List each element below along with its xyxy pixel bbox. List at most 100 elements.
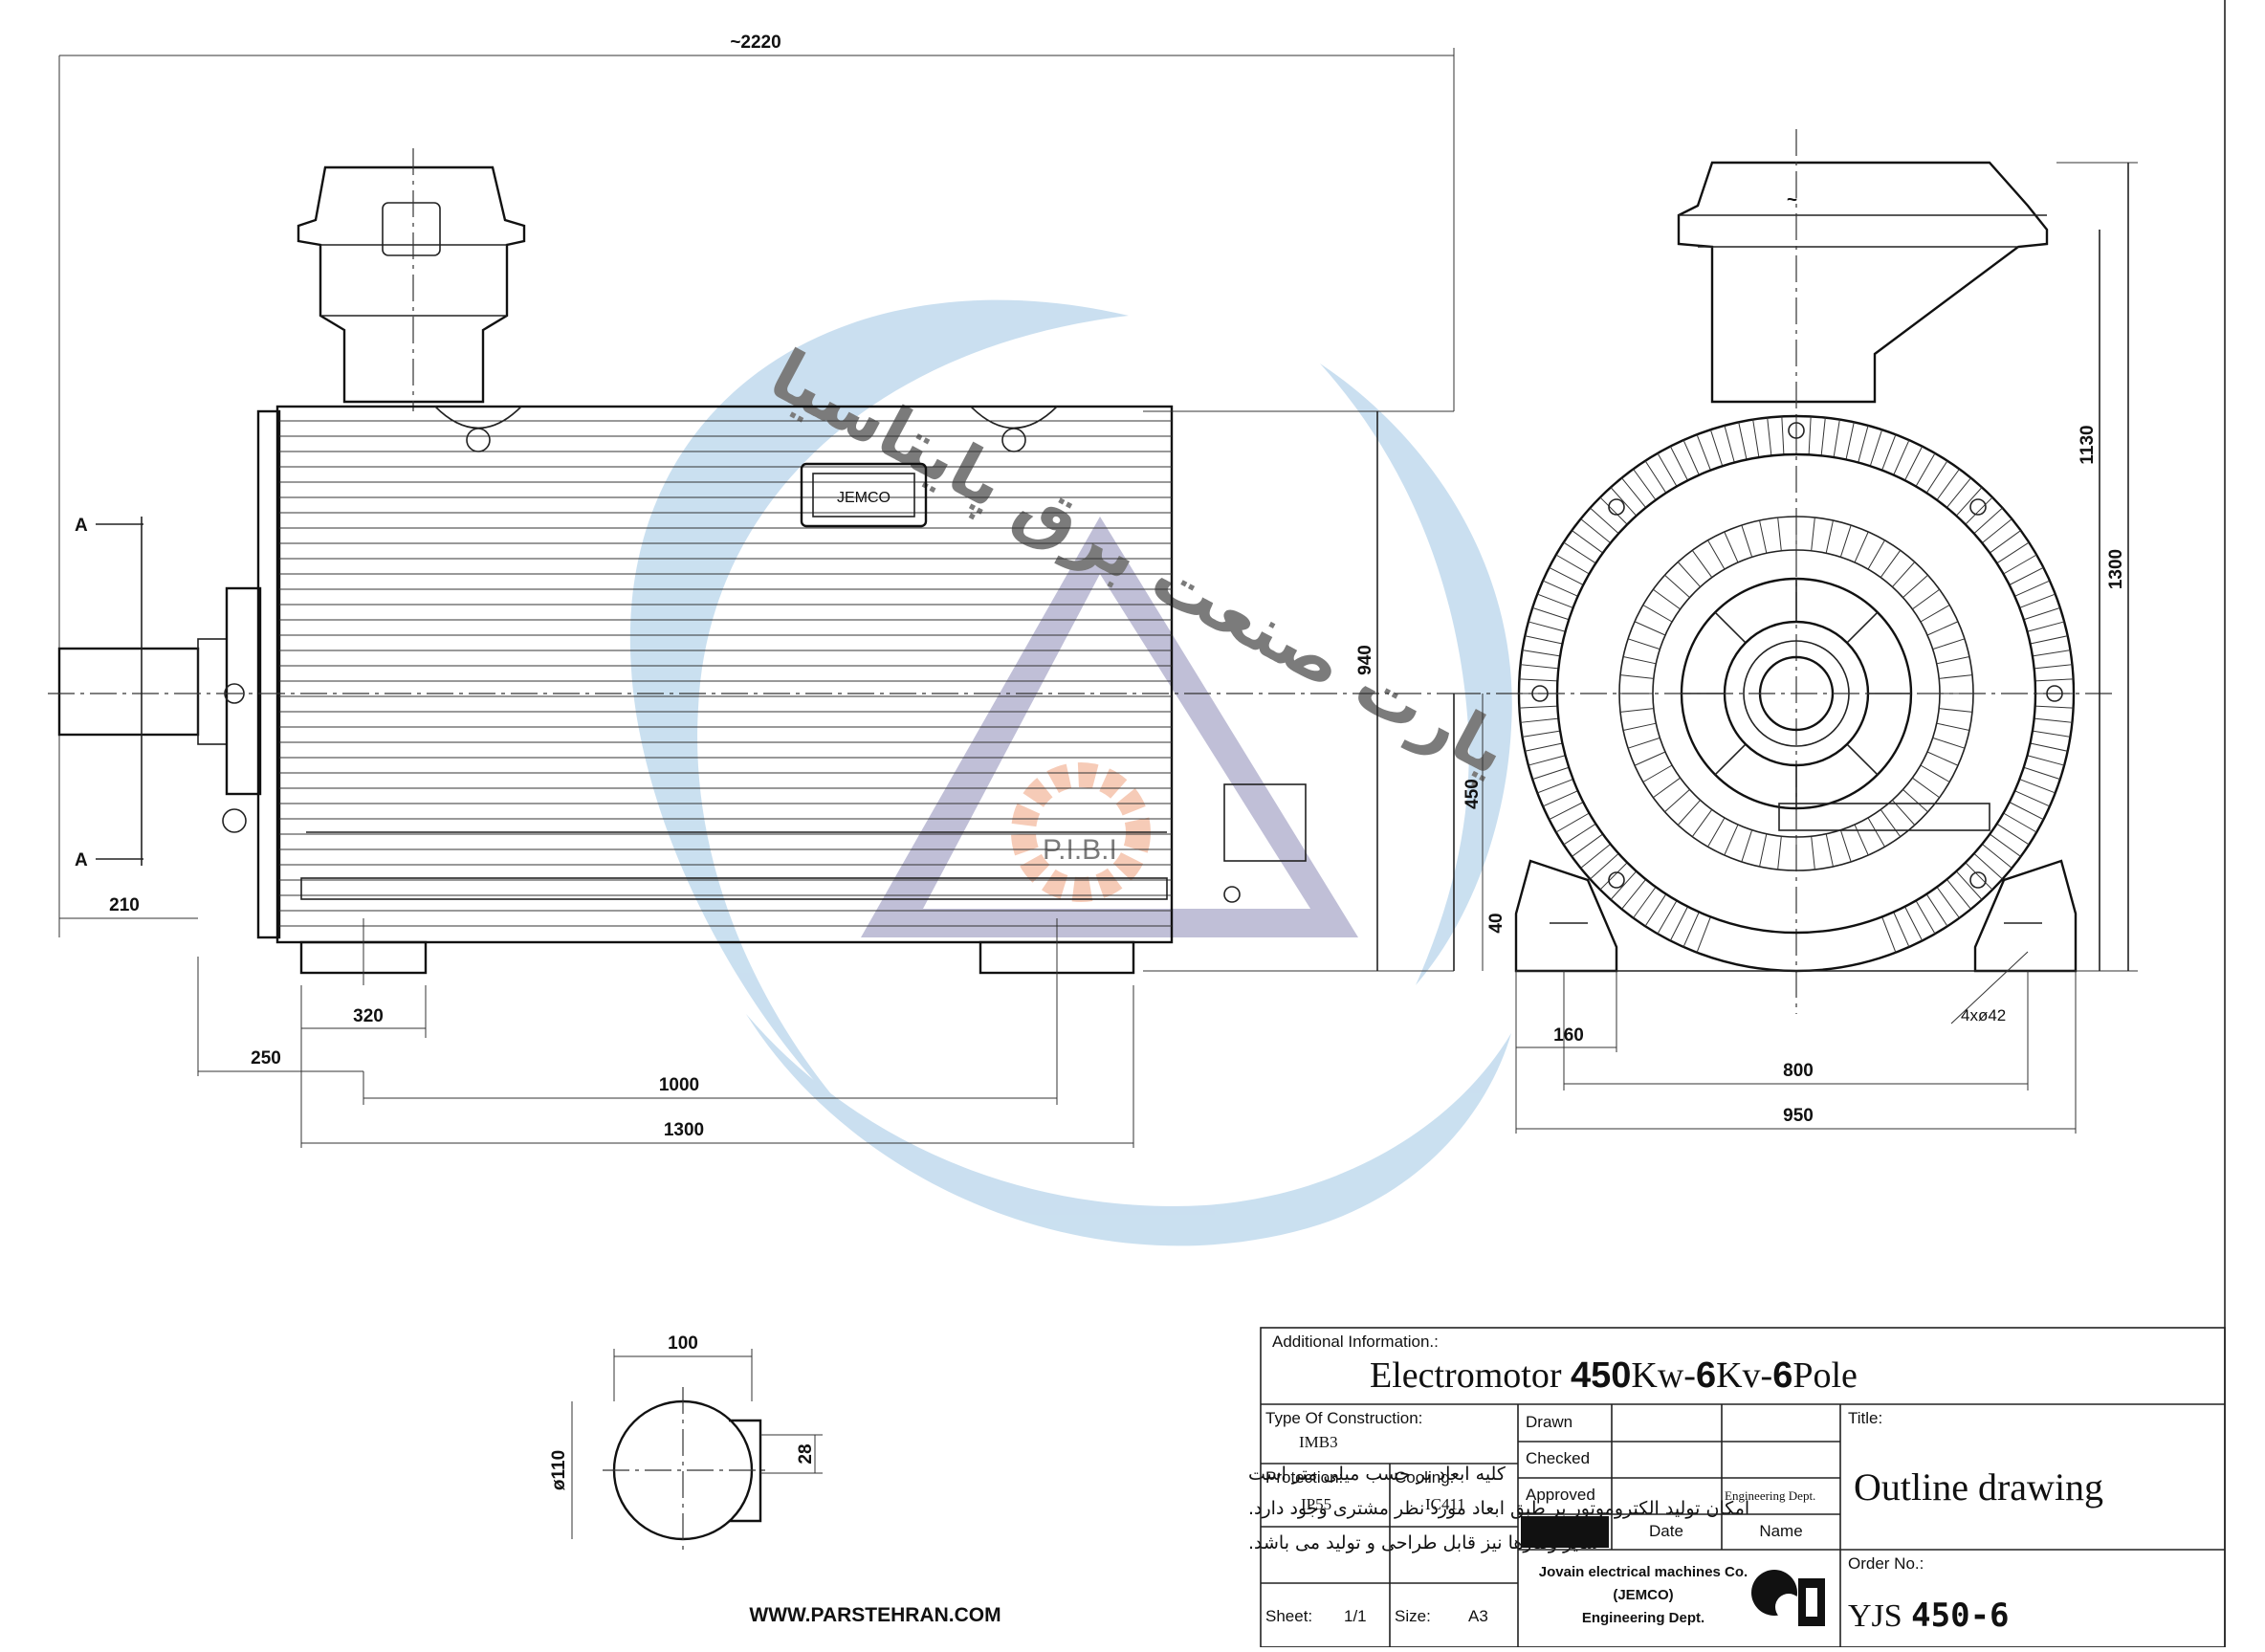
- front-fin-line: [2009, 566, 2044, 585]
- front-fin-line: [1767, 417, 1772, 456]
- front-fin-line: [1981, 518, 2012, 544]
- fan-spoke-line: [1854, 531, 1869, 563]
- dim-overall-length: ~2220: [730, 33, 781, 53]
- sheet-label: Sheet:: [1265, 1607, 1312, 1625]
- front-fin-line: [1657, 900, 1678, 935]
- fan-spoke-line: [1811, 517, 1815, 551]
- fan-spoke-line: [1619, 708, 1654, 713]
- fan-spoke-line: [1839, 829, 1852, 863]
- dim-shaft-length-detail: 100: [668, 1333, 698, 1354]
- front-fin-line: [1563, 823, 1596, 846]
- type-label: Type Of Construction:: [1265, 1409, 1422, 1427]
- fan-spoke-line: [1627, 638, 1660, 650]
- front-fin-line: [1936, 469, 1960, 501]
- fan-spoke-line: [1867, 540, 1885, 570]
- front-fin-line: [1996, 823, 2030, 846]
- dim-foot-spacing: 1000: [659, 1075, 699, 1095]
- fan-spoke-line: [1642, 764, 1673, 782]
- front-fin-line: [1532, 606, 1570, 621]
- fan-spoke-line: [1939, 674, 1973, 679]
- fan-spoke-line: [1936, 656, 1970, 665]
- fan-spoke-line: [1920, 764, 1950, 782]
- fan-spoke-line: [1724, 531, 1739, 563]
- dim-shaft-height: 450: [1462, 779, 1483, 809]
- auxiliary-box: [1223, 783, 1307, 862]
- front-fin-line: [1519, 678, 1558, 682]
- front-fin-line: [2032, 730, 2071, 738]
- front-terminal-box: [1677, 161, 2049, 404]
- front-fin-line: [1522, 650, 1561, 657]
- front-fin-line: [1669, 446, 1688, 481]
- nameplate-label: JEMCO: [837, 490, 891, 506]
- front-fin-line: [1580, 518, 1612, 544]
- hub-rib-line: [1714, 743, 1747, 776]
- fan-spoke-line: [1880, 809, 1902, 837]
- section-mark-top: A: [75, 516, 88, 536]
- front-fin-line: [2034, 717, 2073, 723]
- fan-spoke-line: [1759, 519, 1768, 554]
- fan-spoke-line: [1902, 574, 1928, 599]
- fan-spoke-line: [1642, 605, 1673, 623]
- dim-base-length: 1300: [664, 1120, 704, 1140]
- nameplate: [800, 462, 928, 528]
- dim-foot-width: 320: [353, 1006, 384, 1026]
- fan-spoke-line: [1707, 817, 1726, 848]
- watermark-swoosh-right: [1320, 363, 1512, 985]
- front-fin-line: [1644, 893, 1667, 927]
- cooling-value: IC411: [1425, 1495, 1465, 1513]
- fan-spoke-line: [1777, 517, 1782, 551]
- front-fin-line: [1915, 900, 1936, 935]
- dim-height-940: 940: [1355, 645, 1375, 675]
- front-fin-line: [1682, 912, 1700, 948]
- website-link[interactable]: WWW.PARSTEHRAN.COM: [749, 1604, 1001, 1626]
- fan-spoke-line: [1677, 562, 1702, 587]
- front-fin-line: [1525, 635, 1563, 645]
- engineering-dept-label: Engineering Dept.: [1725, 1488, 1815, 1503]
- fan-spoke-line: [1664, 788, 1690, 813]
- front-fin-line: [1696, 916, 1711, 953]
- front-fin-line: [1580, 843, 1612, 869]
- front-fin-line: [1904, 446, 1924, 481]
- dim-shaft-extension: 210: [109, 895, 140, 915]
- fan-spoke-line: [1825, 519, 1834, 554]
- cooling-fins: [279, 420, 1172, 927]
- fan-spoke-line: [1880, 550, 1902, 578]
- front-fin-line: [1936, 886, 1960, 918]
- front-fin-line: [2019, 779, 2056, 794]
- order-label: Order No.:: [1848, 1554, 1924, 1573]
- drawn-marker: [1521, 1516, 1609, 1548]
- front-fin-line: [2019, 593, 2056, 608]
- checked-label: Checked: [1526, 1449, 1590, 1467]
- dim-total-height: 1300: [2106, 549, 2126, 589]
- front-fin-line: [1644, 460, 1667, 494]
- front-fin-line: [1542, 790, 1578, 807]
- title-block: Additional Information.: Electromotor 45…: [1260, 1327, 2226, 1648]
- front-fin-line: [2027, 621, 2065, 632]
- front-box-mark: ~: [1787, 190, 1797, 210]
- side-view: ~2220 JEMCO A A: [48, 33, 1483, 1148]
- front-fin-line: [1820, 417, 1826, 456]
- fan-spoke-line: [1664, 574, 1690, 599]
- front-fin-line: [1537, 779, 1573, 794]
- fan-spoke-line: [1939, 708, 1973, 713]
- front-fin-line: [1621, 878, 1647, 910]
- front-fin-line: [1520, 717, 1559, 723]
- title-label: Title:: [1848, 1409, 1882, 1427]
- fan-spoke-line: [1691, 809, 1713, 837]
- fan-spoke-line: [1936, 722, 1970, 731]
- front-fin-line: [2009, 802, 2044, 821]
- fan-spoke-line: [1777, 836, 1782, 870]
- shaft: [57, 647, 200, 737]
- front-view: ~ 1130 1300 40: [1454, 129, 2138, 1134]
- front-fin-line: [1893, 439, 1910, 475]
- fan-spoke-line: [1677, 800, 1702, 826]
- fan-spoke-line: [1926, 621, 1959, 636]
- front-fin-line: [1925, 893, 1948, 927]
- front-fin-line: [1973, 507, 2003, 535]
- front-fin-line: [1542, 580, 1578, 597]
- protection-value: IP55: [1301, 1495, 1331, 1513]
- front-fin-line: [1946, 878, 1971, 910]
- fan-spoke-line: [1839, 524, 1852, 558]
- dim-foot-thickness: 40: [1486, 913, 1506, 933]
